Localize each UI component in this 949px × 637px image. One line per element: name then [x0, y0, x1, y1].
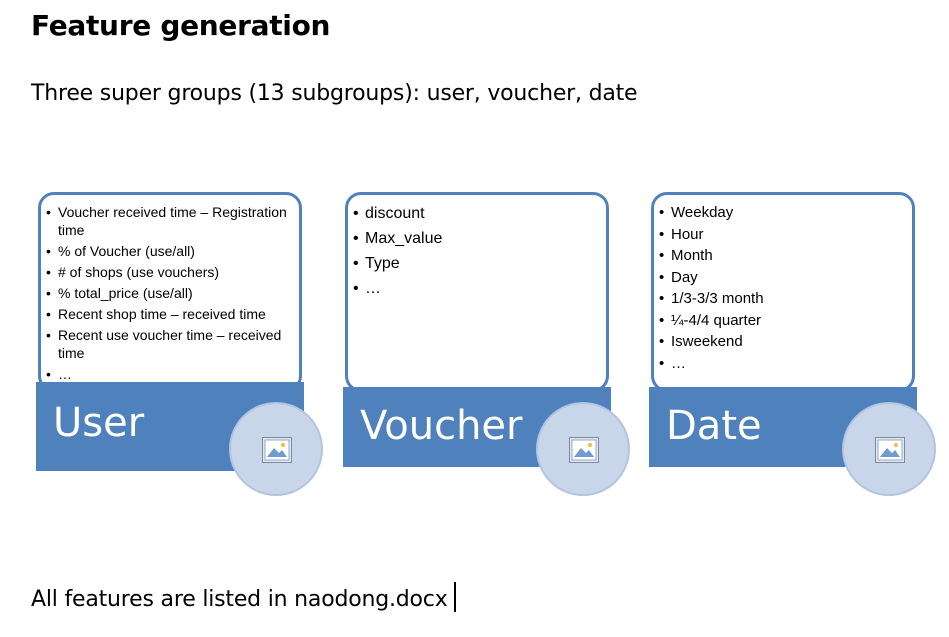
card-content-box: discount Max_value Type …: [345, 192, 609, 392]
list-item: Voucher received time – Registration tim…: [46, 203, 293, 239]
feature-list: Weekday Hour Month Day 1/3-3/3 month ¼-4…: [654, 195, 912, 373]
footer-note[interactable]: All features are listed in naodong.docx: [31, 582, 456, 614]
list-item: Type: [353, 253, 600, 275]
list-item: Hour: [659, 225, 906, 244]
list-item: % of Voucher (use/all): [46, 242, 293, 260]
card-label: Voucher: [360, 403, 523, 449]
list-item: 1/3-3/3 month: [659, 289, 906, 308]
picture-icon: [262, 437, 292, 463]
card-content-box: Voucher received time – Registration tim…: [38, 192, 302, 392]
picture-icon: [569, 437, 599, 463]
feature-list: Voucher received time – Registration tim…: [41, 195, 299, 383]
list-item: ¼-4/4 quarter: [659, 311, 906, 330]
subtitle: Three super groups (13 subgroups): user,…: [31, 81, 638, 106]
card-label: Date: [666, 403, 762, 449]
card-content-box: Weekday Hour Month Day 1/3-3/3 month ¼-4…: [651, 192, 915, 392]
picture-icon: [875, 437, 905, 463]
list-item: Weekday: [659, 203, 906, 222]
list-item: …: [659, 354, 906, 373]
list-item: # of shops (use vouchers): [46, 263, 293, 281]
list-item: …: [46, 365, 293, 383]
list-item: discount: [353, 203, 600, 225]
feature-list: discount Max_value Type …: [348, 195, 606, 300]
card-user: Voucher received time – Registration tim…: [36, 192, 323, 496]
list-item: Day: [659, 268, 906, 287]
text-cursor: [453, 582, 456, 612]
list-item: Recent use voucher time – received time: [46, 326, 293, 362]
list-item: Month: [659, 246, 906, 265]
image-placeholder-icon[interactable]: [842, 402, 936, 496]
card-voucher: discount Max_value Type … Voucher: [343, 192, 630, 496]
image-placeholder-icon[interactable]: [536, 402, 630, 496]
card-date: Weekday Hour Month Day 1/3-3/3 month ¼-4…: [649, 192, 936, 496]
card-label: User: [53, 400, 145, 446]
footer-text: All features are listed in naodong.docx: [31, 587, 448, 612]
list-item: Recent shop time – received time: [46, 305, 293, 323]
list-item: Isweekend: [659, 332, 906, 351]
list-item: …: [353, 278, 600, 300]
page-title: Feature generation: [31, 9, 331, 42]
image-placeholder-icon[interactable]: [229, 402, 323, 496]
list-item: % total_price (use/all): [46, 284, 293, 302]
list-item: Max_value: [353, 228, 600, 250]
